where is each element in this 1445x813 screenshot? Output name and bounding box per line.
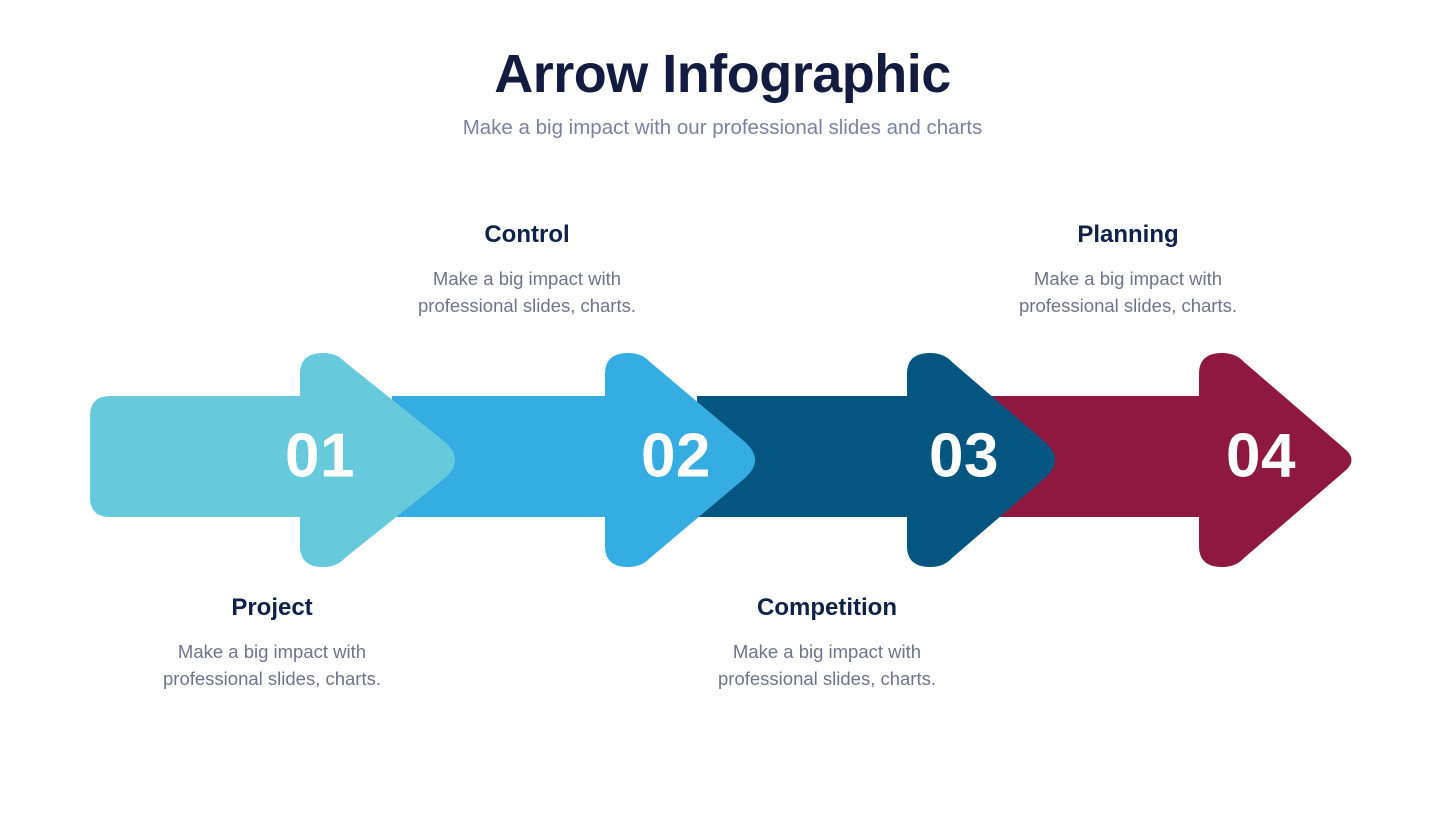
callout-planning-title: Planning (1077, 221, 1179, 248)
callout-competition-body-line-1: Make a big impact with (732, 640, 922, 662)
callout-control: Control Make a big impact with professio… (377, 221, 677, 319)
arrow-step-3[interactable]: 03 (697, 353, 1055, 567)
callout-planning-body-line-1: Make a big impact with (1033, 267, 1223, 289)
callout-project-body: Make a big impact with professional slid… (122, 639, 422, 693)
page-subtitle: Make a big impact with our professional … (462, 116, 983, 140)
callout-project-body-line-2: professional slides, charts. (163, 667, 381, 689)
callout-project: Project Make a big impact with professio… (122, 594, 422, 692)
callout-control-body-line-2: professional slides, charts. (418, 294, 636, 316)
callout-planning-body: Make a big impact with professional slid… (978, 266, 1278, 320)
arrow-step-4[interactable]: 04 (985, 353, 1352, 567)
arrow-step-3-number: 03 (929, 421, 999, 490)
arrow-step-4-number: 04 (1226, 421, 1296, 490)
arrow-step-4-bar (985, 396, 1240, 517)
callout-control-title: Control (484, 221, 570, 248)
slide-header: Arrow Infographic Make a big impact with… (0, 44, 1445, 141)
callout-planning: Planning Make a big impact with professi… (978, 221, 1278, 319)
callout-control-body: Make a big impact with professional slid… (377, 266, 677, 320)
arrow-step-3-head (907, 353, 1055, 567)
callout-competition-title: Competition (757, 594, 897, 621)
arrow-step-1-number: 01 (285, 421, 355, 490)
callout-control-body-line-1: Make a big impact with (432, 267, 622, 289)
callout-competition-body-line-2: professional slides, charts. (718, 667, 936, 689)
arrow-step-3-bar (697, 396, 950, 517)
arrow-step-2-number: 02 (641, 421, 711, 490)
arrow-step-4-head (1199, 353, 1352, 567)
callout-competition-body: Make a big impact with professional slid… (677, 639, 977, 693)
callout-project-body-line-1: Make a big impact with (177, 640, 367, 662)
arrow-step-2-bar (392, 396, 648, 517)
arrow-step-2[interactable]: 02 (392, 353, 755, 567)
arrow-step-2-head (605, 353, 755, 567)
callout-planning-body-line-2: professional slides, charts. (1019, 294, 1237, 316)
page-title: Arrow Infographic (494, 44, 951, 104)
callout-project-title: Project (231, 594, 313, 621)
arrow-step-1[interactable]: 01 (90, 353, 455, 567)
arrow-step-1-bar (90, 396, 345, 517)
arrow-step-1-head (300, 353, 455, 567)
callout-competition: Competition Make a big impact with profe… (677, 594, 977, 692)
